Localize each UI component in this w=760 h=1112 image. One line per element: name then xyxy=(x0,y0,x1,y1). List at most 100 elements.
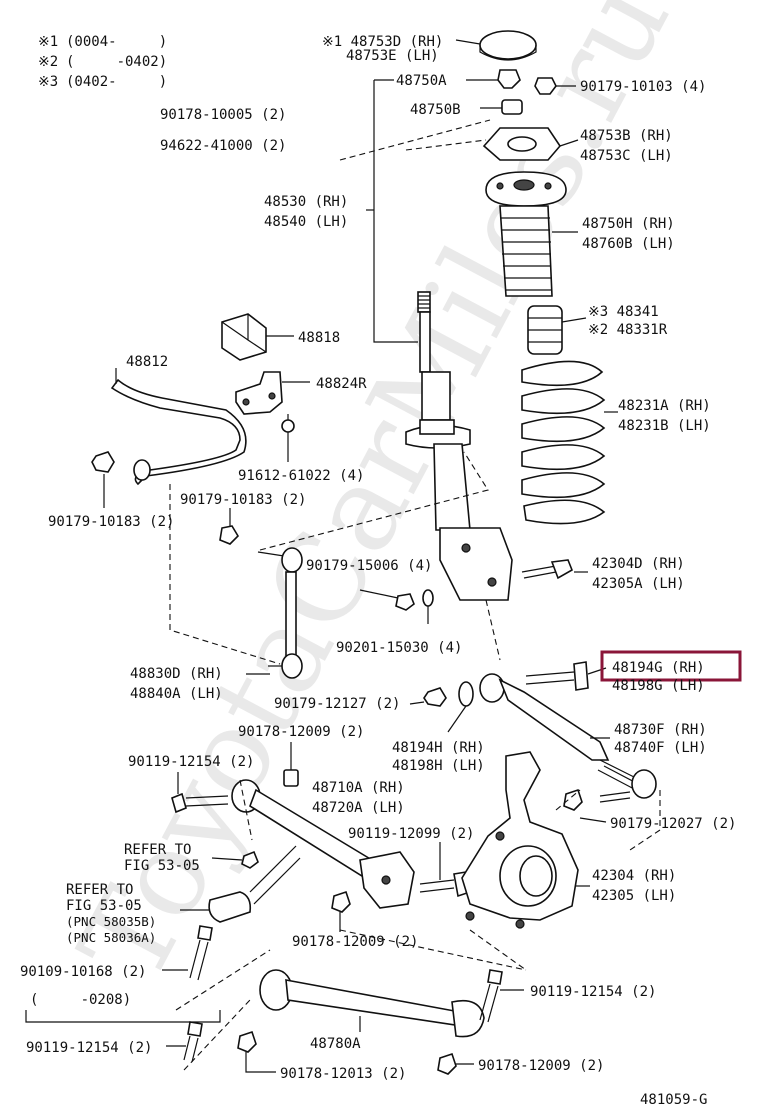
label-48753d: ※1 48753D (RH) xyxy=(322,34,443,50)
stabilizer-bar-48812 xyxy=(110,378,247,486)
label-refer-2d: (PNC 58036A) xyxy=(66,930,156,945)
label-42304d: 42304D (RH) xyxy=(592,556,685,572)
arm-48730f xyxy=(479,673,657,799)
label-94622-41000: 94622-41000 (2) xyxy=(160,138,286,154)
label-48824r: 48824R xyxy=(316,376,367,392)
legend-range-1: (0004- ) xyxy=(66,34,167,50)
label-48331r: ※2 48331R xyxy=(588,322,668,338)
bushing-48194h xyxy=(458,681,474,707)
bushing-48750b xyxy=(501,99,523,115)
arm-48710a xyxy=(231,779,415,909)
nut-90179-10103 xyxy=(534,77,557,95)
bolt-90119-12154-a xyxy=(171,792,229,814)
label-48710a: 48710A (RH) xyxy=(312,780,405,796)
label-90119-12154-a: 90119-12154 (2) xyxy=(128,754,254,770)
label-48750h: 48750H (RH) xyxy=(582,216,675,232)
bolt-91612-61022 xyxy=(281,419,295,433)
label-refer-1a: REFER TO xyxy=(124,842,191,858)
legend-range-3: (0402- ) xyxy=(66,74,167,90)
label-refer-1b: FIG 53-05 xyxy=(124,858,200,874)
label-90201-15030: 90201-15030 (4) xyxy=(336,640,462,656)
label-90178-12009-c: 90178-12009 (2) xyxy=(478,1058,604,1074)
bolt-48194g xyxy=(525,661,589,691)
label-48760b: 48760B (LH) xyxy=(582,236,675,252)
bolt-90119-12154-b xyxy=(183,1021,203,1063)
label-48198h: 48198H (LH) xyxy=(392,758,485,774)
bolt-42304d xyxy=(521,559,574,580)
legend-mark-3: ※3 xyxy=(38,74,58,90)
legend-range-2: ( -0402) xyxy=(66,54,167,70)
bracket-48824r xyxy=(235,371,283,415)
label-90109-10168: 90109-10168 (2) xyxy=(20,964,146,980)
label-48540: 48540 (LH) xyxy=(264,214,348,230)
label-48818: 48818 xyxy=(298,330,340,346)
label-90178-12009-b: 90178-12009 (2) xyxy=(292,934,418,950)
label-48753b: 48753B (RH) xyxy=(580,128,673,144)
label-refer-2c: (PNC 58035B) xyxy=(66,914,156,929)
range-bracket xyxy=(25,1010,221,1023)
label-refer-2a: REFER TO xyxy=(66,882,133,898)
label-48750b: 48750B xyxy=(410,102,461,118)
bolt-90109-10168 xyxy=(189,925,213,981)
nut-90178-12009-top xyxy=(283,769,299,787)
nut-90179-12127 xyxy=(423,687,447,707)
bump-stop-48341 xyxy=(527,305,563,355)
label-48830d: 48830D (RH) xyxy=(130,666,223,682)
label-90119-12099: 90119-12099 (2) xyxy=(348,826,474,842)
label-90178-12009-a: 90178-12009 (2) xyxy=(238,724,364,740)
figure-number: 481059-G xyxy=(640,1092,707,1108)
legend: ※1 (0004- ) ※2 ( -0402) ※3 (0402- ) xyxy=(38,34,167,90)
cap-48753d xyxy=(479,30,537,60)
dust-boot-48750h xyxy=(499,205,553,297)
nut-90179-10183-left xyxy=(91,451,115,473)
arm-48780a xyxy=(259,969,485,1038)
label-90179-12127: 90179-12127 (2) xyxy=(274,696,400,712)
coil-spring-48231a xyxy=(521,360,606,525)
label-90179-10183-a: 90179-10183 (2) xyxy=(180,492,306,508)
label-range-0208: ( -0208) xyxy=(30,992,131,1008)
label-42305: 42305 (LH) xyxy=(592,888,676,904)
label-48740f: 48740F (LH) xyxy=(614,740,707,756)
label-48753c: 48753C (LH) xyxy=(580,148,673,164)
label-48780a: 48780A xyxy=(310,1036,361,1052)
legend-mark-2: ※2 xyxy=(38,54,58,70)
washer-90201-15030 xyxy=(422,589,434,607)
label-48730f: 48730F (RH) xyxy=(614,722,707,738)
nut-90178-12009-mid xyxy=(331,890,351,913)
stabilizer-link-48830d xyxy=(257,547,303,679)
label-90119-12154-c: 90119-12154 (2) xyxy=(530,984,656,1000)
label-48231b: 48231B (LH) xyxy=(618,418,711,434)
label-90119-12154-b: 90119-12154 (2) xyxy=(26,1040,152,1056)
label-90179-15006: 90179-15006 (4) xyxy=(306,558,432,574)
label-48341: ※3 48341 xyxy=(588,304,659,320)
legend-mark-1: ※1 xyxy=(38,34,58,50)
label-48840a: 48840A (LH) xyxy=(130,686,223,702)
nut-90178-12009-bottom xyxy=(437,1052,457,1075)
nut-90179-15006 xyxy=(395,593,415,611)
label-90178-12013: 90178-12013 (2) xyxy=(280,1066,406,1082)
label-48231a: 48231A (RH) xyxy=(618,398,711,414)
label-48753e: 48753E (LH) xyxy=(346,48,439,64)
label-90179-10183-b: 90179-10183 (2) xyxy=(48,514,174,530)
label-91612-61022: 91612-61022 (4) xyxy=(238,468,364,484)
bolt-90119-12099 xyxy=(419,871,471,898)
knuckle-42304 xyxy=(461,751,579,929)
label-48194h: 48194H (RH) xyxy=(392,740,485,756)
nut-90179-12027 xyxy=(563,788,583,811)
highlight-box xyxy=(600,650,742,682)
label-48530: 48530 (RH) xyxy=(264,194,348,210)
label-90179-10103: 90179-10103 (4) xyxy=(580,79,706,95)
shock-absorber-48530 xyxy=(405,291,513,601)
nut-90179-10183-mid xyxy=(219,525,240,545)
label-48812: 48812 xyxy=(126,354,168,370)
label-48750a: 48750A xyxy=(396,73,447,89)
label-90178-10005: 90178-10005 (2) xyxy=(160,107,286,123)
label-90179-12027: 90179-12027 (2) xyxy=(610,816,736,832)
nut-90178-12013 xyxy=(237,1030,257,1053)
nut-refer-53-05 xyxy=(241,850,259,869)
label-refer-2b: FIG 53-05 xyxy=(66,898,142,914)
bolt-90119-12154-c xyxy=(479,969,503,1023)
label-48720a: 48720A (LH) xyxy=(312,800,405,816)
bushing-48818 xyxy=(221,313,267,361)
